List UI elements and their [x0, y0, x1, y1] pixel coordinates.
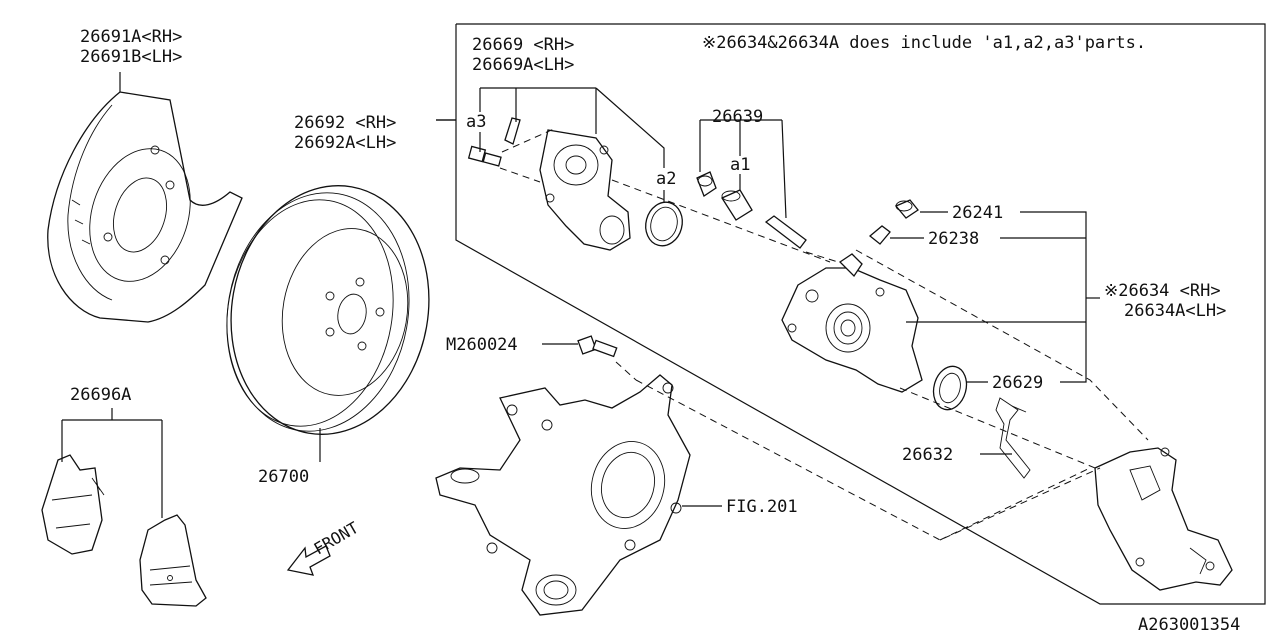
front-arrow — [286, 545, 331, 576]
dust-shield — [47, 72, 243, 323]
label-shield-rh: 26691A<RH> — [80, 27, 182, 47]
guide-pin-kit — [696, 119, 807, 249]
label-shield-lh: 26691B<LH> — [80, 47, 182, 67]
label-bolt: M260024 — [446, 335, 518, 355]
label-bleeder: 26238 — [928, 229, 979, 249]
caliper-piston-actuator — [467, 117, 631, 251]
right-leaders — [890, 211, 1100, 455]
label-a2: a2 — [656, 169, 676, 189]
assembly-dashes — [635, 249, 1149, 541]
pad-spring — [995, 397, 1031, 479]
label-diagram-id: A263001354 — [1138, 615, 1240, 635]
label-caliper-rh: ※26634 <RH> — [1104, 281, 1221, 301]
label-a1: a1 — [730, 155, 750, 175]
bolt — [542, 335, 637, 381]
label-note: ※26634&26634A does include 'a1,a2,a3'par… — [702, 33, 1146, 53]
label-front: FRONT — [311, 518, 363, 559]
label-disc: 26700 — [258, 467, 309, 487]
brake-disc — [226, 185, 430, 462]
label-spring: 26632 — [902, 445, 953, 465]
caliper-support — [1094, 447, 1233, 591]
piston-seal — [932, 365, 968, 411]
label-pin-kit: 26639 — [712, 107, 763, 127]
label-caliper-assy-lh: 26692A<LH> — [294, 133, 396, 153]
label-pads: 26696A — [70, 385, 131, 405]
piston-leaders — [479, 87, 665, 202]
knuckle — [435, 374, 722, 616]
label-piston-lh: 26669A<LH> — [472, 55, 574, 75]
caliper-body — [611, 179, 923, 393]
label-caliper-lh: 26634A<LH> — [1124, 301, 1226, 321]
label-knuckle-ref: FIG.201 — [726, 497, 798, 517]
label-caliper-assy-rh: 26692 <RH> — [294, 113, 396, 133]
label-bleeder-cap: 26241 — [952, 203, 1003, 223]
brake-pads — [41, 408, 207, 607]
label-piston-rh: 26669 <RH> — [472, 35, 574, 55]
label-seal: 26629 — [992, 373, 1043, 393]
label-a3: a3 — [466, 112, 486, 132]
seal-ring-a2 — [645, 201, 683, 247]
